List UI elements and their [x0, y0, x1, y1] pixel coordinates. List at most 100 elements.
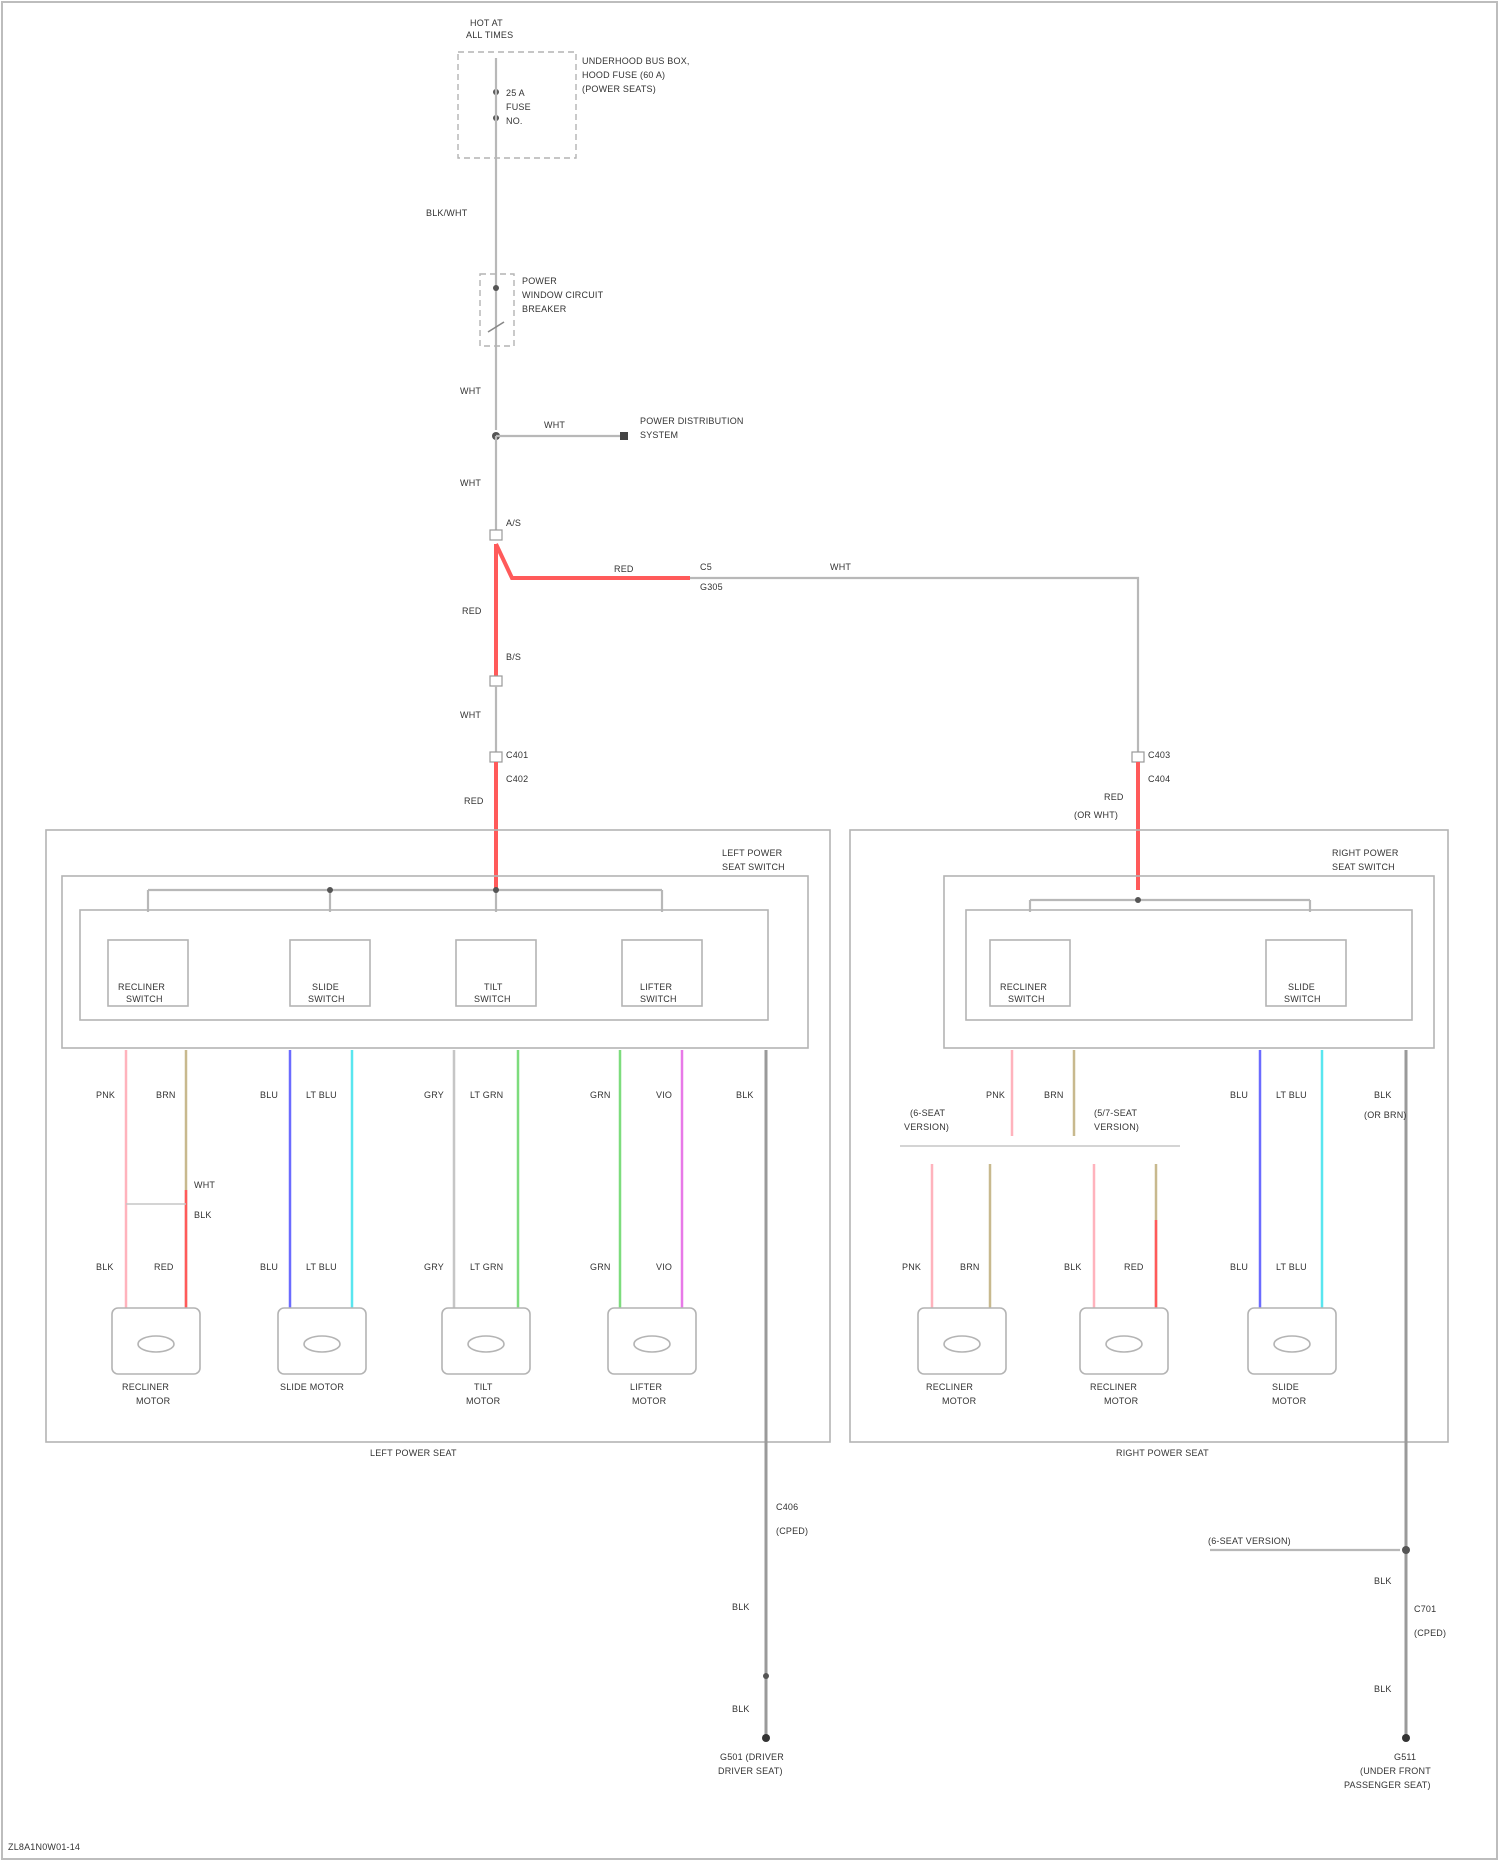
right-ground-wire-2: BLK	[1374, 1684, 1392, 1694]
left-recliner-join-1: WHT	[194, 1180, 215, 1190]
left-bus-node-1	[327, 887, 333, 893]
right-seat-caption: RIGHT POWER SEAT	[1116, 1448, 1209, 1458]
left-motor-recliner-name-2: MOTOR	[136, 1396, 171, 1406]
right-top-label-0: PNK	[986, 1090, 1005, 1100]
left-wire-labels-top: PNK BRN BLU LT BLU GRY LT GRN GRN VIO BL…	[96, 1090, 754, 1100]
left-motor-lifter-symbol	[634, 1336, 670, 1352]
conn-top-pin	[490, 530, 502, 540]
right-ground-terminal	[1402, 1734, 1410, 1742]
left-switch-bus	[148, 890, 662, 912]
left-motors: RECLINER MOTOR SLIDE MOTOR TILT MOTOR LI…	[112, 1308, 696, 1406]
left-top-label-5: LT GRN	[470, 1090, 503, 1100]
left-switch-tilt-name-1: TILT	[484, 982, 503, 992]
left-motor-recliner-name-1: RECLINER	[122, 1382, 169, 1392]
left-switch-lifter-name-2: SWITCH	[640, 994, 677, 1004]
right-motor-slide-name-1: SLIDE	[1272, 1382, 1299, 1392]
right-bottom-label-1: BRN	[960, 1262, 980, 1272]
wire-left-red-label: RED	[464, 796, 484, 806]
right-ground-conn-2: (CPED)	[1414, 1628, 1446, 1638]
right-switch-slide-name-2: SWITCH	[1284, 994, 1321, 1004]
left-motor-tilt-symbol	[468, 1336, 504, 1352]
conn-right-c-pin	[1132, 752, 1144, 762]
conn-right-c-label: C403	[1148, 750, 1170, 760]
right-motors: RECLINER MOTOR RECLINER MOTOR SLIDE MOTO…	[918, 1308, 1336, 1406]
left-bottom-label-0: BLK	[96, 1262, 114, 1272]
wire-right-label: WHT	[830, 562, 851, 572]
right-variant-left-1: (6-SEAT	[910, 1108, 946, 1118]
right-top-label-4: BLK	[1374, 1090, 1392, 1100]
left-wire-labels-bottom: BLK RED BLU LT BLU GRY LT GRN GRN VIO	[96, 1262, 672, 1272]
right-motor-recliner-b-name-2: MOTOR	[1104, 1396, 1139, 1406]
left-top-label-3: LT BLU	[306, 1090, 337, 1100]
left-bottom-label-5: LT GRN	[470, 1262, 503, 1272]
right-switch-title-1: RIGHT POWER	[1332, 848, 1399, 858]
left-bus-node-2	[493, 887, 499, 893]
right-switch-slide-name-1: SLIDE	[1288, 982, 1315, 992]
right-switch-recliner-name-2: SWITCH	[1008, 994, 1045, 1004]
wire-mid2-label: WHT	[460, 478, 481, 488]
wire-mid1-label: WHT	[460, 386, 481, 396]
right-top-label-1: BRN	[1044, 1090, 1064, 1100]
distribution-label-1: POWER DISTRIBUTION	[640, 416, 744, 426]
left-ground-conn-1: C406	[776, 1502, 798, 1512]
breaker-terminal-1	[493, 285, 499, 291]
left-bottom-label-2: BLU	[260, 1262, 278, 1272]
breaker-label-3: BREAKER	[522, 304, 567, 314]
left-seat-caption: LEFT POWER SEAT	[370, 1448, 457, 1458]
right-variant-left-2: VERSION)	[904, 1122, 949, 1132]
splice-branch-wire-label: WHT	[544, 420, 565, 430]
right-switch-recliner-name-1: RECLINER	[1000, 982, 1047, 992]
right-motor-slide-symbol	[1274, 1336, 1310, 1352]
right-motor-recliner-b-name-1: RECLINER	[1090, 1382, 1137, 1392]
wire-right-red-1-label: RED	[1104, 792, 1124, 802]
right-ground-wire-1: BLK	[1374, 1576, 1392, 1586]
wire-after-mid-label: WHT	[460, 710, 481, 720]
left-ground-wire-1: BLK	[732, 1602, 750, 1612]
left-switch-recliner-name-2: SWITCH	[126, 994, 163, 1004]
left-ground-splice	[763, 1673, 769, 1679]
right-bottom-label-2: BLK	[1064, 1262, 1082, 1272]
splice-connector	[620, 432, 628, 440]
left-motor-tilt-name-2: MOTOR	[466, 1396, 501, 1406]
footer-code: ZL8A1N0W01-14	[8, 1842, 80, 1852]
right-bus-node	[1135, 897, 1141, 903]
right-blk-note: (OR BRN)	[1364, 1110, 1407, 1120]
right-bottom-label-0: PNK	[902, 1262, 921, 1272]
left-ground-label-1: G501 (DRIVER	[720, 1752, 784, 1762]
right-bottom-label-5: LT BLU	[1276, 1262, 1307, 1272]
conn-top-label: A/S	[506, 518, 521, 528]
source-label-2: HOOD FUSE (60 A)	[582, 70, 665, 80]
right-switch-title-2: SEAT SWITCH	[1332, 862, 1395, 872]
left-switch-lifter-name-1: LIFTER	[640, 982, 673, 992]
right-motor-recliner-a-symbol	[944, 1336, 980, 1352]
right-bottom-label-4: BLU	[1230, 1262, 1248, 1272]
left-switch-title-2: SEAT SWITCH	[722, 862, 785, 872]
wire-top-label: BLK/WHT	[426, 208, 468, 218]
wire-red-h-label: RED	[614, 564, 634, 574]
left-ground-terminal	[762, 1734, 770, 1742]
conn-right-b-label: G305	[700, 582, 723, 592]
right-ground-label-1: G511	[1394, 1752, 1416, 1762]
conn-left-c-label: C401	[506, 750, 528, 760]
left-motor-lifter-name-2: MOTOR	[632, 1396, 667, 1406]
left-switch-title-1: LEFT POWER	[722, 848, 783, 858]
left-switch-box	[62, 876, 808, 1048]
right-seat-wires	[900, 1050, 1406, 1736]
breaker-label-2: WINDOW CIRCUIT	[522, 290, 604, 300]
left-top-label-4: GRY	[424, 1090, 444, 1100]
right-top-label-2: BLU	[1230, 1090, 1248, 1100]
right-variant-right-2: VERSION)	[1094, 1122, 1139, 1132]
right-motor-recliner-a-name-2: MOTOR	[942, 1396, 977, 1406]
right-feed-wire	[690, 578, 1138, 752]
left-top-label-7: VIO	[656, 1090, 672, 1100]
right-switch-box	[944, 876, 1434, 1048]
left-ground-label-2: DRIVER SEAT)	[718, 1766, 783, 1776]
fuse-label-1: 25 A	[506, 88, 525, 98]
left-bottom-label-1: RED	[154, 1262, 174, 1272]
right-ground-splice	[1402, 1546, 1410, 1554]
left-bottom-label-7: VIO	[656, 1262, 672, 1272]
right-switches: RECLINER SWITCH SLIDE SWITCH	[990, 940, 1346, 1006]
right-ground-conn-1: C701	[1414, 1604, 1436, 1614]
right-motor-recliner-a-name-1: RECLINER	[926, 1382, 973, 1392]
